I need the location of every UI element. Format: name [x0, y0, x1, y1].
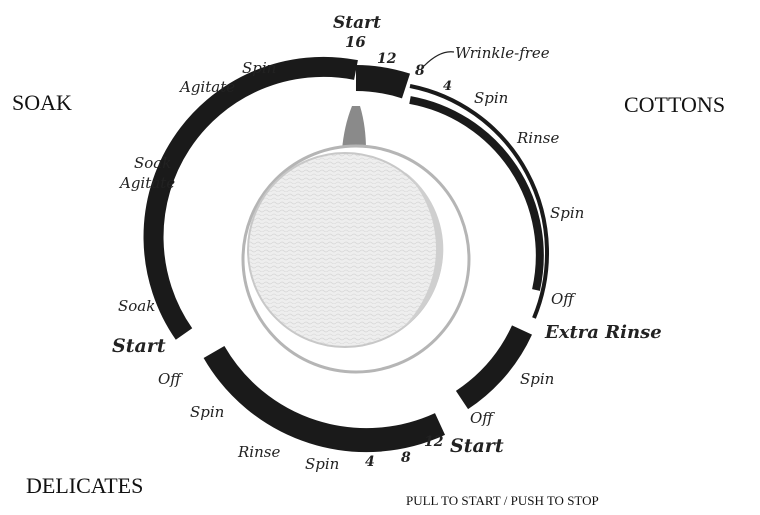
- soak-label: Soak: [118, 297, 155, 315]
- delicates-caption: DELICATES: [26, 473, 143, 498]
- top-start-label: Start: [333, 13, 381, 33]
- top-12: 12: [377, 51, 397, 67]
- delicates-8: 8: [401, 450, 411, 466]
- soak-agitate-line1: Soak: [134, 154, 171, 172]
- soak-spin: Spin: [242, 59, 276, 77]
- delicates-off: Off: [158, 370, 183, 388]
- delicates-rinse: Rinse: [237, 443, 280, 461]
- delicates-spin-2: Spin: [190, 403, 224, 421]
- soak-caption: SOAK: [12, 90, 72, 115]
- cottons-spin-1: Spin: [474, 89, 508, 107]
- cottons-off-2: Off: [470, 409, 495, 427]
- cottons-rinse: Rinse: [516, 129, 559, 147]
- soak-agitate: Agitate: [178, 78, 235, 96]
- extra-rinse-label: Extra Rinse: [544, 322, 662, 343]
- delicates-12: 12: [424, 434, 444, 450]
- dial-pointer: [342, 106, 366, 150]
- delicates-start-label: Start: [450, 435, 504, 457]
- cottons-off: Off: [551, 290, 576, 308]
- wrinkle-free-label: Wrinkle-free: [455, 44, 550, 62]
- soak-start-label: Start: [112, 335, 166, 357]
- cottons-spin-3: Spin: [520, 370, 554, 388]
- top-4: 4: [443, 79, 452, 94]
- wrinkle-leader: [424, 52, 454, 66]
- cottons-caption: COTTONS: [624, 92, 725, 117]
- footer-instruction: PULL TO START / PUSH TO STOP: [406, 493, 599, 508]
- top-8: 8: [415, 63, 425, 79]
- top-band: [356, 78, 406, 86]
- cottons-spin-2: Spin: [550, 204, 584, 222]
- top-16: 16: [345, 33, 366, 51]
- delicates-spin-1: Spin: [305, 455, 339, 473]
- delicates-4: 4: [365, 454, 375, 470]
- soak-agitate-line2: Agitate: [118, 174, 175, 192]
- extra-rinse-band: [462, 330, 522, 400]
